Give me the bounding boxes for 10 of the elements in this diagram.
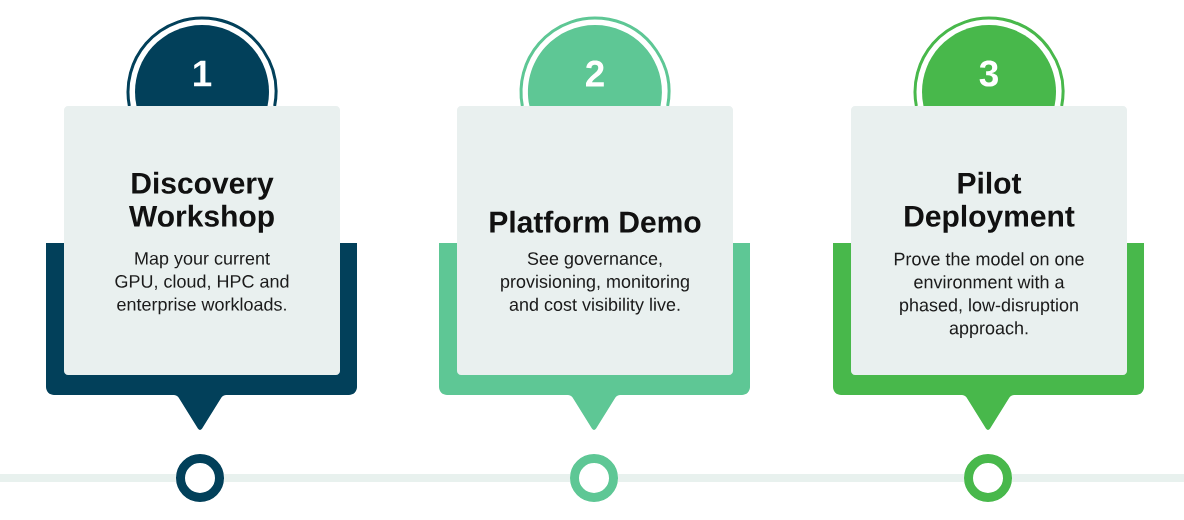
timeline [1012,474,1184,482]
timeline [0,474,176,482]
step-number-badge: 2 [519,16,671,107]
timeline [224,474,570,482]
timeline-marker [964,454,1012,502]
timeline-marker [176,454,224,502]
timeline-marker [570,454,618,502]
timeline [618,474,964,482]
step-number-badge: 1 [126,16,278,107]
step-number-badge: 3 [913,16,1065,107]
